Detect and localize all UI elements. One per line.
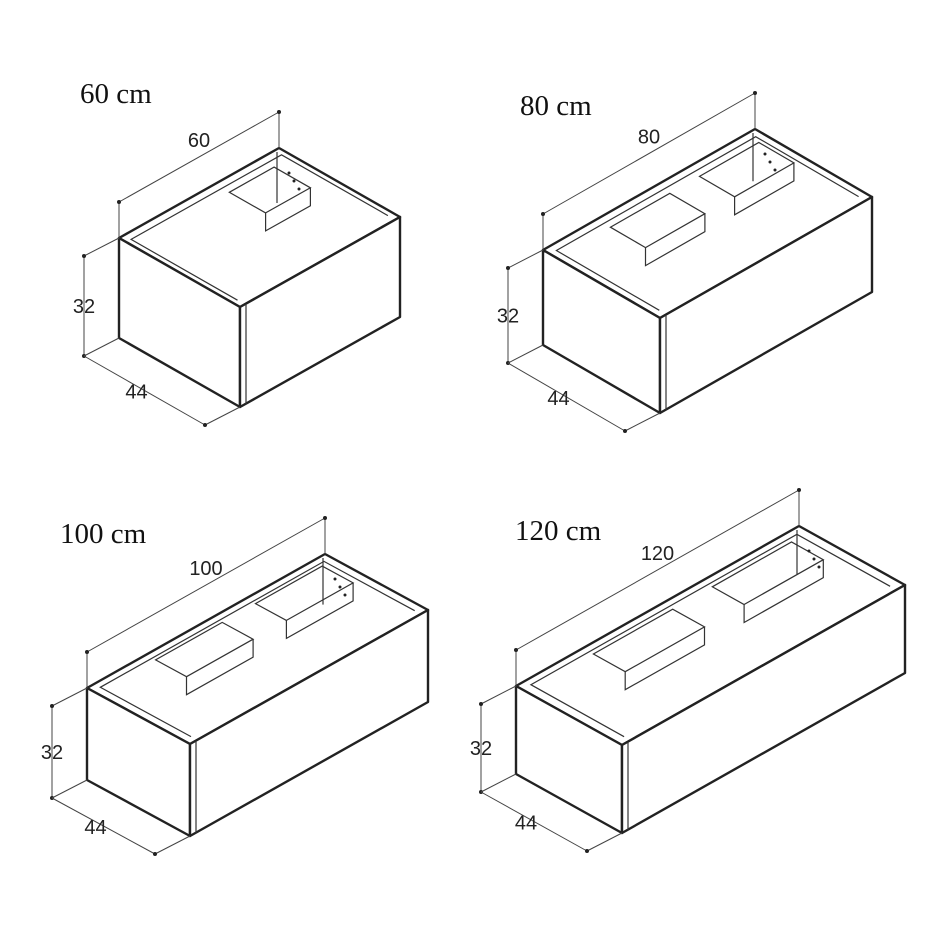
cabinet-inner-rim [129, 154, 389, 301]
dimension-endpoint [323, 516, 327, 520]
inner-drawer-box [711, 541, 825, 606]
depth-dimension-line [51, 797, 156, 855]
mount-hole [343, 593, 347, 597]
dimension-endpoint [50, 704, 54, 708]
cabinet-drawer-front [620, 583, 907, 835]
width-label: 120 [641, 543, 674, 565]
depth-label: 44 [125, 382, 147, 404]
cabinet-drawing-3: 120 32 44 120 cm [470, 488, 907, 853]
cabinet-size-title: 120 cm [515, 515, 602, 547]
cabinet-size-title: 100 cm [60, 518, 147, 550]
cabinet-drawing-1: 80 32 44 80 cm [497, 90, 874, 433]
dimension-endpoint [277, 110, 281, 114]
dimension-endpoint [203, 423, 207, 427]
depth-extension-line [586, 832, 623, 852]
inner-drawer-front [644, 213, 706, 267]
cabinet-size-title: 60 cm [80, 78, 152, 110]
height-extension-line [83, 237, 120, 257]
depth-label: 44 [547, 388, 569, 410]
mount-hole [338, 585, 342, 589]
height-label: 32 [73, 296, 95, 318]
inner-drawer-box [254, 565, 355, 622]
depth-dimension-line [507, 362, 626, 432]
height-label: 32 [497, 306, 519, 328]
dimension-endpoint [514, 648, 518, 652]
depth-dimension-line [480, 791, 588, 852]
dimension-endpoint [479, 702, 483, 706]
depth-extension-line [480, 773, 517, 793]
dimension-endpoint [623, 429, 627, 433]
mount-hole [807, 549, 811, 553]
cabinet-drawing-2: 100 32 44 100 cm [41, 516, 430, 856]
inner-drawer-front [733, 162, 795, 216]
height-extension-line [480, 685, 517, 705]
dimension-endpoint [797, 488, 801, 492]
dimension-endpoint [541, 212, 545, 216]
inner-drawer-front [185, 639, 254, 696]
mount-hole [287, 171, 291, 175]
depth-dimension-line [83, 355, 206, 426]
height-label: 32 [470, 738, 492, 760]
depth-extension-line [83, 337, 120, 357]
mount-hole [292, 179, 296, 183]
depth-extension-line [204, 406, 241, 426]
width-dimension-line [542, 92, 756, 215]
inner-drawer-box [592, 608, 706, 673]
cabinet-size-title: 80 cm [520, 90, 592, 122]
inner-drawer-front [285, 582, 354, 640]
depth-extension-line [624, 412, 661, 432]
depth-extension-line [154, 835, 191, 855]
mount-hole [768, 160, 772, 164]
width-dimension-line [86, 517, 326, 653]
cabinet-drawer-front [658, 195, 874, 415]
cabinet-inner-rim [99, 560, 415, 738]
mount-hole [773, 168, 777, 172]
width-dimension-line [515, 489, 800, 651]
inner-drawer-box [698, 141, 796, 198]
inner-drawer-front [743, 559, 824, 624]
dimension-endpoint [506, 266, 510, 270]
inner-drawer-box [228, 166, 312, 214]
height-extension-line [507, 249, 544, 269]
inner-drawer-box [609, 192, 707, 249]
inner-drawer-front [265, 187, 311, 232]
mount-hole [763, 152, 767, 156]
dimension-endpoint [153, 852, 157, 856]
width-dimension-line [118, 111, 280, 203]
dimension-endpoint [117, 200, 121, 204]
inner-drawer-front [624, 626, 706, 691]
width-label: 100 [189, 558, 222, 580]
width-label: 80 [638, 127, 660, 149]
cabinet-drawer-front [238, 215, 402, 409]
depth-extension-line [51, 779, 88, 799]
dimension-endpoint [753, 91, 757, 95]
height-extension-line [51, 687, 88, 707]
depth-extension-line [507, 344, 544, 364]
cabinet-inner-rim [555, 136, 859, 311]
width-label: 60 [188, 130, 210, 152]
inner-drawer-box [154, 621, 255, 678]
mount-hole [297, 187, 301, 191]
cabinet-drawer-front [188, 608, 430, 838]
dimension-endpoint [585, 849, 589, 853]
cabinet-inner-rim [529, 533, 891, 738]
dimension-endpoint [82, 254, 86, 258]
mount-hole [817, 565, 821, 569]
height-label: 32 [41, 742, 63, 764]
depth-label: 44 [515, 813, 537, 835]
cabinet-drawing-0: 60 32 44 60 cm [73, 78, 402, 427]
mount-hole [812, 557, 816, 561]
dimension-endpoint [85, 650, 89, 654]
mount-hole [333, 577, 337, 581]
depth-label: 44 [84, 817, 106, 839]
